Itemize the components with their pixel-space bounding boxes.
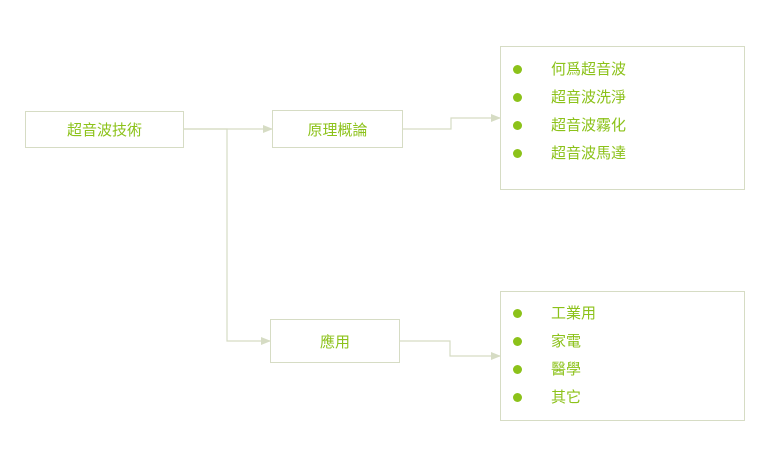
list-item[interactable]: 何爲超音波: [501, 55, 744, 83]
list-item[interactable]: 家電: [501, 327, 744, 355]
bullet-icon: [513, 337, 522, 346]
list-item-label: 何爲超音波: [551, 60, 627, 78]
list-item-label: 工業用: [551, 304, 597, 322]
connector-application-to-list: [400, 340, 501, 360]
list-item[interactable]: 其它: [501, 383, 744, 411]
branch-node-application[interactable]: 應用: [270, 319, 400, 363]
bullet-icon: [513, 393, 522, 402]
bullet-icon: [513, 121, 522, 130]
list-item[interactable]: 超音波馬達: [501, 139, 744, 167]
list-item-label: 超音波洗淨: [551, 88, 627, 106]
root-node-label: 超音波技術: [66, 121, 142, 139]
list-item[interactable]: 超音波洗淨: [501, 83, 744, 111]
bullet-icon: [513, 149, 522, 158]
branch-node-application-label: 應用: [319, 332, 350, 351]
list-item[interactable]: 工業用: [501, 299, 744, 327]
bullet-icon: [513, 309, 522, 318]
bullet-icon: [513, 365, 522, 374]
branch-node-theory[interactable]: 原理概論: [272, 110, 403, 148]
list-item-label: 超音波霧化: [551, 116, 627, 134]
list-item-label: 家電: [551, 332, 582, 350]
connector-root-to-application: [184, 128, 271, 345]
list-item[interactable]: 醫學: [501, 355, 744, 383]
branch-node-theory-label: 原理概論: [307, 120, 368, 139]
connector-theory-to-list: [403, 114, 501, 130]
bullet-icon: [513, 65, 522, 74]
list-item[interactable]: 超音波霧化: [501, 111, 744, 139]
list-item-label: 其它: [551, 388, 582, 406]
root-node[interactable]: 超音波技術: [25, 111, 184, 148]
list-item-label: 超音波馬達: [551, 144, 627, 162]
application-topics-list: 工業用 家電 醫學 其它: [500, 291, 745, 421]
bullet-icon: [513, 93, 522, 102]
theory-topics-list: 何爲超音波 超音波洗淨 超音波霧化 超音波馬達: [500, 46, 745, 190]
list-item-label: 醫學: [551, 360, 582, 378]
